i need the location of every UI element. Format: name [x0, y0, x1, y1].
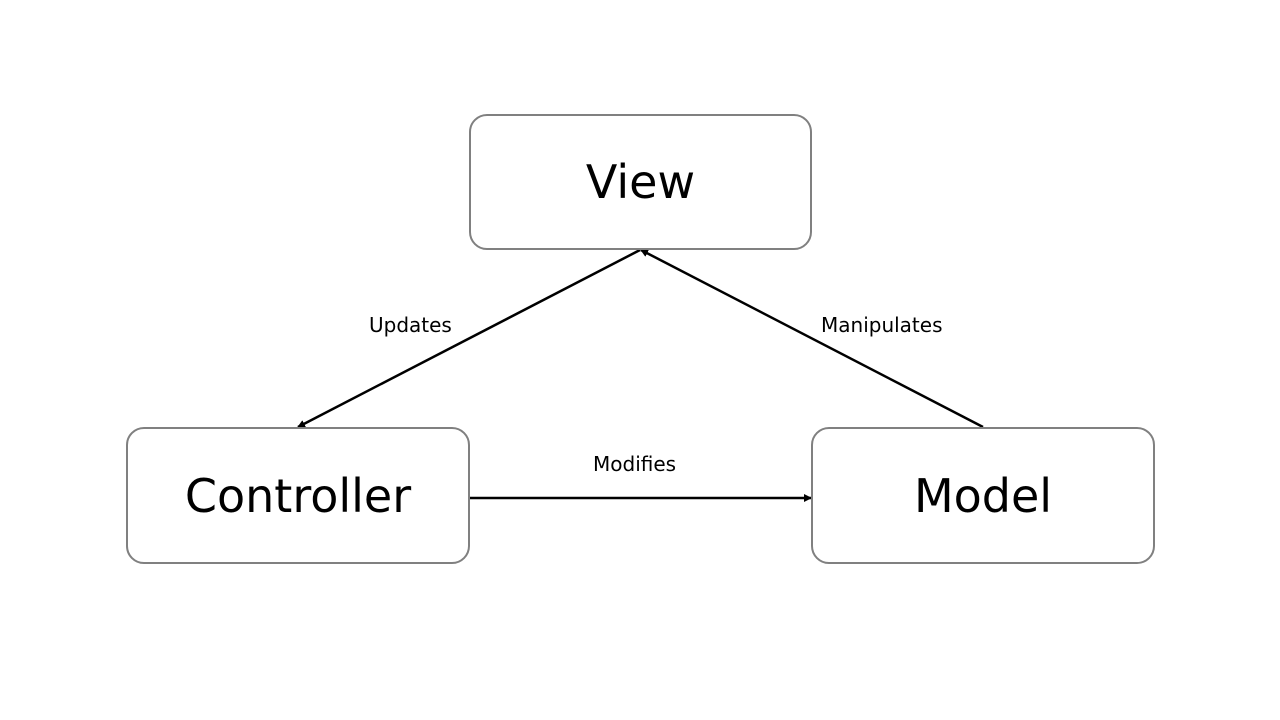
arrow-manipulates — [640, 248, 984, 429]
controller-node-label: Controller — [184, 468, 412, 523]
arrow-updates — [297, 248, 641, 429]
modifies-edge-label: Modifies — [593, 452, 677, 476]
view-node: View — [469, 114, 812, 250]
model-node: Model — [811, 427, 1155, 564]
model-node-label: Model — [913, 468, 1053, 523]
controller-node: Controller — [126, 427, 470, 564]
updates-edge-label: Updates — [369, 313, 452, 337]
view-node-label: View — [585, 155, 696, 209]
manipulates-edge-label: Manipulates — [821, 313, 943, 337]
